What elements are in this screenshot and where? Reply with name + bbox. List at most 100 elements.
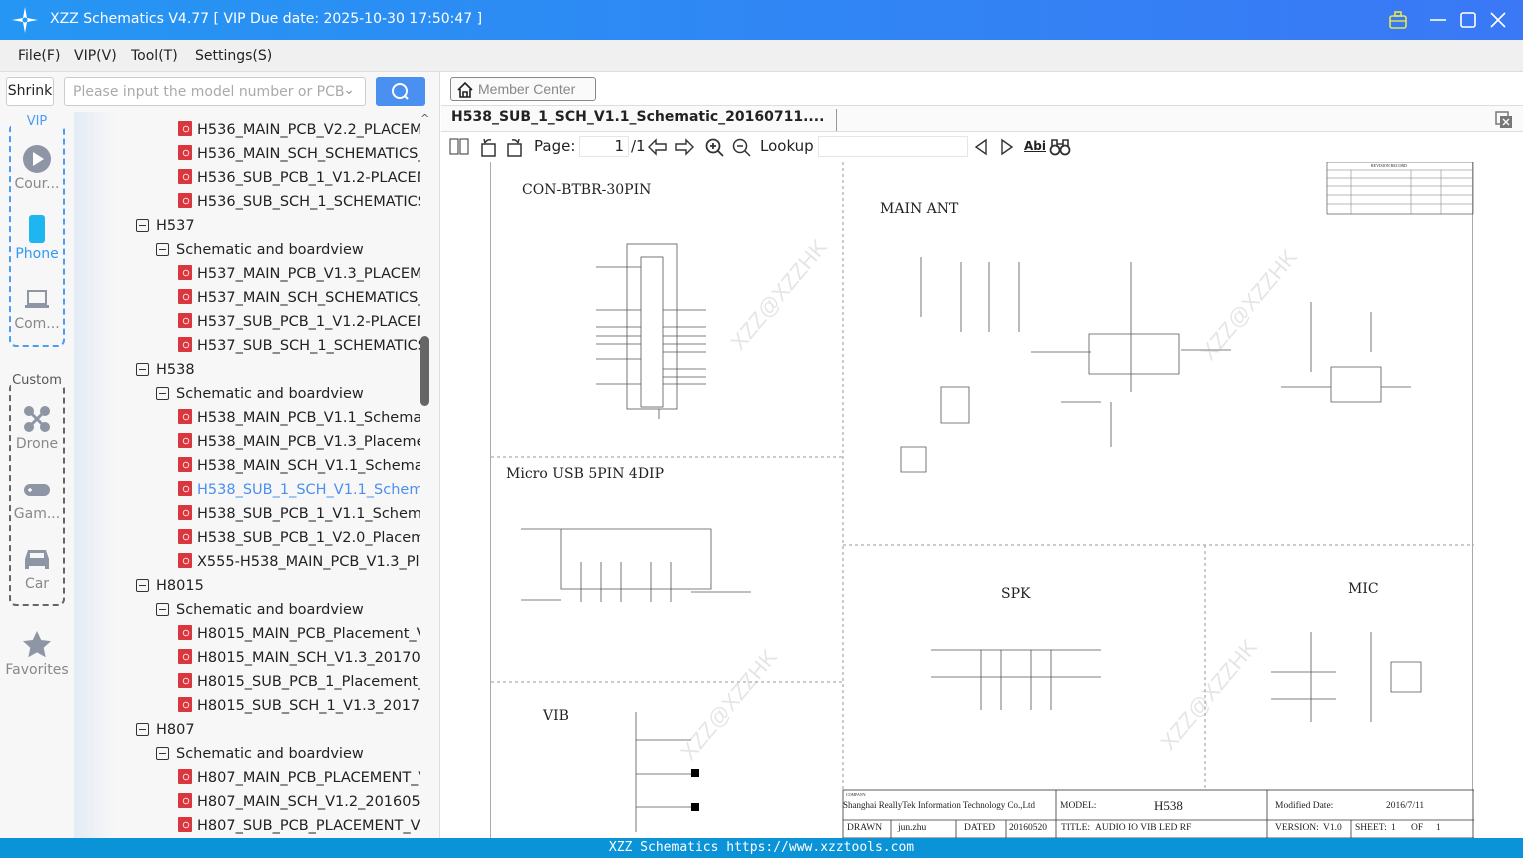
collapse-icon[interactable] (156, 603, 169, 616)
tree-model-node[interactable]: H807 (136, 719, 195, 741)
document-viewer[interactable]: CON-BTBR-30PIN MAIN ANT Micro USB 5PIN 4… (441, 162, 1523, 838)
next-page-icon[interactable] (674, 138, 694, 156)
shrink-button[interactable]: Shrink (6, 77, 54, 106)
page-input[interactable]: 1 (579, 136, 629, 157)
gamepad-icon (24, 484, 50, 496)
menu-file[interactable]: File(F) (18, 48, 61, 64)
find-previous-icon[interactable] (974, 138, 988, 156)
tree-file-item[interactable]: H538_SUB_PCB_1_V1.1_Schematic (178, 503, 420, 525)
tree-file-item[interactable]: H8015_SUB_SCH_1_V1.3_20170613 (178, 695, 420, 717)
play-icon (23, 145, 51, 173)
chevron-down-icon[interactable]: ⌄ (343, 82, 355, 98)
collapse-icon[interactable] (136, 579, 149, 592)
dated-label: DATED (964, 823, 996, 833)
collapse-icon[interactable] (156, 387, 169, 400)
find-next-icon[interactable] (1000, 138, 1014, 156)
binoculars-icon[interactable] (1049, 137, 1071, 157)
minimize-button[interactable] (1426, 8, 1450, 32)
tree-item-label: H537_SUB_SCH_1_SCHEMATICSV1 (197, 338, 420, 354)
category-drone[interactable]: Drone (0, 404, 74, 452)
tree-file-item[interactable]: H538_MAIN_SCH_V1.1_Schematic (178, 455, 420, 477)
of-value: 1 (1436, 823, 1441, 833)
tree-file-item[interactable]: H538_SUB_PCB_1_V2.0_Placement (178, 527, 420, 549)
match-case-button[interactable]: Abi (1024, 139, 1046, 153)
menu-settings[interactable]: Settings(S) (195, 48, 273, 64)
vip-group: VIP (9, 114, 65, 347)
scrollbar-thumb[interactable] (420, 336, 429, 406)
collapse-icon[interactable] (156, 747, 169, 760)
tree-file-item[interactable]: H537_SUB_PCB_1_V1.2-PLACEMENT (178, 311, 420, 333)
collapse-icon[interactable] (156, 243, 169, 256)
vip-briefcase-icon[interactable] (1386, 8, 1410, 32)
car-icon (25, 550, 49, 569)
favorites-label: Favorites (5, 662, 69, 678)
menu-tool[interactable]: Tool(T) (131, 48, 178, 64)
window-title: XZZ Schematics V4.77 [ VIP Due date: 202… (50, 11, 483, 27)
tree-folder-node[interactable]: Schematic and boardview (156, 239, 364, 261)
two-page-icon[interactable] (449, 138, 469, 156)
zoom-out-icon[interactable] (732, 138, 752, 158)
tree-file-item[interactable]: H8015_MAIN_PCB_Placement_V1. (178, 623, 420, 645)
pdf-icon (178, 121, 192, 136)
tree-file-item[interactable]: H536_MAIN_PCB_V2.2_PLACEMENT (178, 119, 420, 141)
tree-file-item[interactable]: H807_SUB_PCB_PLACEMENT_V1.0 (178, 815, 420, 837)
tree-file-item[interactable]: H537_MAIN_PCB_V1.3_PLACEMENT (178, 263, 420, 285)
menu-vip[interactable]: VIP(V) (74, 48, 117, 64)
tree-folder-node[interactable]: Schematic and boardview (156, 599, 364, 621)
favorites[interactable]: Favorites (0, 630, 74, 678)
tree-file-item[interactable]: H538_MAIN_PCB_V1.1_Schematic (178, 407, 420, 429)
tree-model-node[interactable]: H8015 (136, 575, 204, 597)
search-button[interactable] (376, 77, 425, 106)
tree-item-label: H537_SUB_PCB_1_V1.2-PLACEMENT (197, 314, 420, 330)
category-phone[interactable]: Phone (0, 214, 74, 262)
close-all-tabs-icon[interactable] (1495, 111, 1513, 129)
search-icon (392, 83, 409, 100)
tree-file-item[interactable]: X555-H538_MAIN_PCB_V1.3_Placement (178, 551, 420, 573)
sheet-label: SHEET: (1355, 823, 1387, 833)
zoom-in-icon[interactable] (705, 138, 725, 158)
tree-file-item[interactable]: H807_MAIN_PCB_PLACEMENT_V1 (178, 767, 420, 789)
tree-file-item[interactable]: H536_SUB_PCB_1_V1.2-PLACEMENT (178, 167, 420, 189)
page-total: /1 (631, 137, 646, 155)
previous-page-icon[interactable] (648, 138, 668, 156)
tree-file-item[interactable]: H536_MAIN_SCH_SCHEMATICS_V (178, 143, 420, 165)
tree-folder-node[interactable]: Schematic and boardview (156, 743, 364, 765)
star-icon (23, 631, 51, 658)
tree-file-item[interactable]: H536_SUB_SCH_1_SCHEMATICS_V (178, 191, 420, 213)
tree-file-item[interactable]: H538_SUB_1_SCH_V1.1_Schematic (178, 479, 420, 501)
collapse-icon[interactable] (136, 723, 149, 736)
scroll-up-icon[interactable]: ^ (420, 112, 430, 125)
pdf-icon (178, 433, 192, 448)
maximize-button[interactable] (1456, 8, 1480, 32)
search-input[interactable]: Please input the model number or PCB⌄ (64, 77, 366, 106)
tree-scrollbar[interactable]: ^ (420, 112, 430, 838)
custom-group: Custom (9, 373, 65, 606)
collapse-icon[interactable] (136, 363, 149, 376)
rotate-right-icon[interactable] (505, 137, 525, 157)
lookup-input[interactable] (818, 136, 968, 157)
tree-file-item[interactable]: H537_MAIN_SCH_SCHEMATICS_V (178, 287, 420, 309)
tree-file-item[interactable]: H8015_MAIN_SCH_V1.3_20170613 (178, 647, 420, 669)
category-courses[interactable]: Cour... (0, 144, 74, 192)
rotate-left-icon[interactable] (479, 137, 499, 157)
menu-bar: File(F) VIP(V) Tool(T) Settings(S) (0, 40, 1523, 72)
tree-file-item[interactable]: H8015_SUB_PCB_1_Placement_V1 (178, 671, 420, 693)
tree-file-item[interactable]: H538_MAIN_PCB_V1.3_Placement (178, 431, 420, 453)
tab-document[interactable]: H538_SUB_1_SCH_V1.1_Schematic_20160711..… (451, 109, 838, 131)
category-game[interactable]: Gam... (0, 474, 74, 522)
of-label: OF (1411, 823, 1424, 833)
tree-item-label: H538_SUB_PCB_1_V1.1_Schematic (197, 506, 420, 522)
category-car[interactable]: Car (0, 544, 74, 592)
collapse-icon[interactable] (136, 219, 149, 232)
tree-folder-node[interactable]: Schematic and boardview (156, 383, 364, 405)
tree-model-node[interactable]: H538 (136, 359, 195, 381)
member-center-button[interactable]: Member Center (450, 77, 596, 101)
model-label: MODEL: (1060, 801, 1097, 811)
tree-file-item[interactable]: H807_MAIN_SCH_V1.2_20160526.pdf (178, 791, 420, 813)
pdf-icon (178, 145, 192, 160)
tree-file-item[interactable]: H537_SUB_SCH_1_SCHEMATICSV1 (178, 335, 420, 357)
tree-model-node[interactable]: H537 (136, 215, 195, 237)
tree-item-label: H807_MAIN_PCB_PLACEMENT_V1 (197, 770, 420, 786)
close-button[interactable] (1486, 8, 1510, 32)
category-computer[interactable]: Com... (0, 284, 74, 332)
